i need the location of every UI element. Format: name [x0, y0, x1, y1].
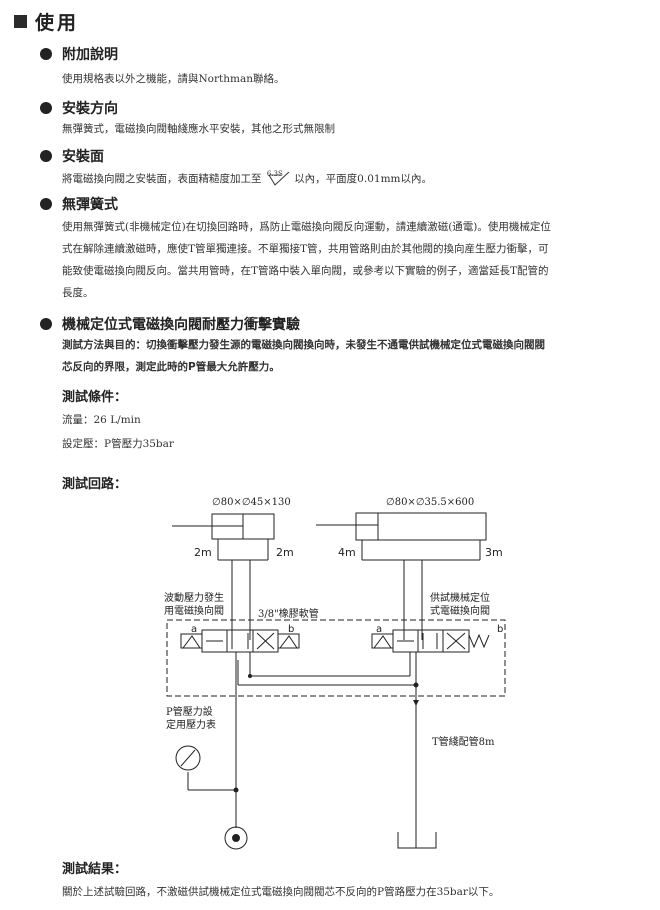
section-text: 無彈簧式，電磁換向閥軸綫應水平安裝，其他之形式無限制 — [62, 123, 335, 135]
bullet-icon — [40, 150, 52, 162]
left-line-length-b: 2m — [276, 546, 294, 559]
surge-valve-label: 波動壓力發生 用電磁換向閥 — [164, 592, 224, 618]
test-valve-label: 供試機械定位 式電磁換向閥 — [430, 592, 490, 618]
test-conditions-title: 測試條件： — [62, 390, 128, 405]
section-heading: 無彈簧式 — [40, 194, 118, 214]
bullet-icon — [40, 102, 52, 114]
label-line: 供試機械定位 — [430, 593, 490, 604]
section-heading: 安裝面 — [40, 146, 104, 166]
surface-roughness-icon: 6.3S — [265, 170, 291, 186]
pressure-gauge-icon — [175, 745, 201, 771]
section-heading: 安裝方向 — [40, 98, 118, 118]
label-line: 波動壓力發生 — [164, 593, 224, 604]
solenoid-a-label: a — [191, 624, 198, 635]
section-title: 安裝面 — [62, 149, 104, 165]
text-line: 使用無彈簧式(非機械定位)在切換回路時，爲防止電磁換向閥反向運動，請連續激磁(通… — [62, 221, 551, 233]
results-text: 關於上述試驗回路，不激磁供試機械定位式電磁換向閥閥芯不反向的P管路壓力在35ba… — [62, 886, 500, 898]
gauge-label: P管壓力設 定用壓力表 — [166, 706, 216, 732]
section-title: 無彈簧式 — [62, 197, 118, 213]
page-header: 使用 — [14, 8, 79, 35]
section-text: 將電磁換向閥之安裝面，表面精糙度加工至 6.3S 以內，平面度0.01mm以內。 — [62, 168, 642, 190]
text-before: 將電磁換向閥之安裝面，表面精糙度加工至 — [62, 173, 262, 185]
left-line-length-a: 2m — [194, 546, 212, 559]
section-paragraph: 測試方法與目的：切換衝擊壓力發生源的電磁換向閥換向時，未發生不通電供試機械定位式… — [62, 334, 642, 378]
page-title: 使用 — [35, 12, 80, 34]
right-solenoid-valve — [371, 629, 490, 653]
results-title: 測試結果： — [62, 862, 128, 877]
text-line: 測試方法與目的：切換衝擊壓力發生源的電磁換向閥換向時，未發生不通電供試機械定位式… — [62, 339, 545, 351]
roughness-value: 6.3S — [266, 170, 283, 178]
label-line: 式電磁換向閥 — [430, 606, 490, 617]
square-icon — [14, 15, 27, 28]
circuit-title: 測試回路： — [62, 477, 128, 492]
flow-rate: 流量：26 L/min — [62, 414, 141, 426]
section-heading: 機械定位式電磁換向閥耐壓力衝擊實驗 — [40, 314, 300, 334]
text-line: 能致使電磁換向閥反向。當共用管時，在T管路中裝入單向閥，或參考以下實驗的例子，適… — [62, 265, 549, 277]
section-title: 安裝方向 — [62, 101, 118, 117]
t-line-label: T管綫配管8m — [432, 737, 495, 748]
solenoid-a-label: a — [376, 624, 383, 635]
bullet-icon — [40, 318, 52, 330]
solenoid-b-label: b — [497, 624, 504, 635]
section-text: 使用規格表以外之機能，請與Northman聯絡。 — [62, 73, 285, 85]
solenoid-b-label: b — [288, 624, 295, 635]
label-line: 用電磁換向閥 — [164, 606, 224, 617]
left-solenoid-valve — [180, 629, 300, 653]
set-pressure: 設定壓：P管壓力35bar — [62, 438, 174, 450]
text-line: 長度。 — [62, 287, 94, 299]
right-cylinder-spec: ∅80×∅35.5×600 — [386, 497, 475, 508]
bullet-icon — [40, 48, 52, 60]
text-line: 芯反向的界限，測定此時的P管最大允許壓力。 — [62, 361, 280, 373]
left-cylinder-spec: ∅80×∅45×130 — [212, 497, 291, 508]
section-title: 附加說明 — [62, 47, 118, 63]
hose-label: 3/8"橡膠軟管 — [258, 609, 319, 620]
label-line: P管壓力設 — [166, 707, 213, 718]
section-heading: 附加說明 — [40, 44, 118, 64]
right-cylinder — [355, 512, 487, 541]
text-after: 以內，平面度0.01mm以內。 — [294, 173, 432, 185]
right-line-length-b: 3m — [485, 546, 503, 559]
section-paragraph: 使用無彈簧式(非機械定位)在切換回路時，爲防止電磁換向閥反向運動，請連續激磁(通… — [62, 216, 642, 304]
text-line: 式在解除連續激磁時，應使T管單獨連接。不單獨接T管，共用管路則由於其他閥的換向産… — [62, 243, 549, 255]
bullet-icon — [40, 198, 52, 210]
pump-icon — [224, 826, 248, 850]
section-title: 機械定位式電磁換向閥耐壓力衝擊實驗 — [62, 317, 300, 333]
right-line-length-a: 4m — [338, 546, 356, 559]
label-line: 定用壓力表 — [166, 720, 216, 731]
